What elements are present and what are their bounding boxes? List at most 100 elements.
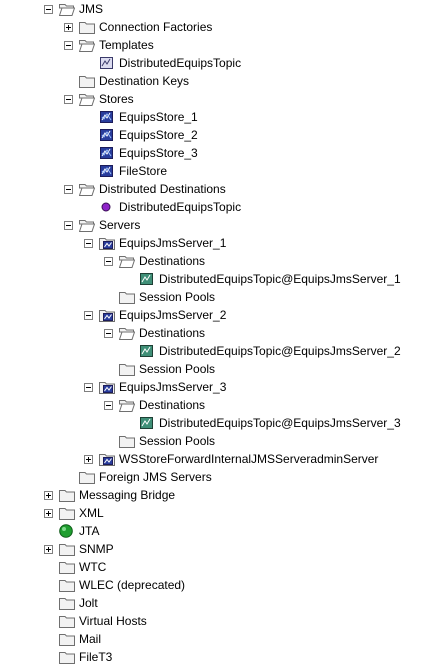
tree-node-label[interactable]: WSStoreForwardInternalJMSServeradminServ… (119, 452, 379, 466)
tree-node-label[interactable]: DistributedEquipsTopic@EquipsJmsServer_1 (159, 272, 401, 286)
collapse-toggle-icon[interactable] (64, 184, 73, 194)
tree-node-label[interactable]: Stores (99, 92, 134, 106)
jms-destination-icon (139, 272, 155, 286)
tree-node-label[interactable]: Jolt (79, 596, 98, 610)
tree-node[interactable]: Stores (64, 90, 134, 108)
tree-node-label[interactable]: Destinations (139, 326, 206, 340)
tree-node[interactable]: FileT3 (44, 648, 112, 666)
tree-node-label[interactable]: Session Pools (139, 290, 216, 304)
tree-node-label[interactable]: DistributedEquipsTopic@EquipsJmsServer_3 (159, 416, 401, 430)
tree-node-label[interactable]: Destinations (139, 254, 206, 268)
tree-node-label[interactable]: Destinations (139, 398, 206, 412)
tree-node-label[interactable]: FileT3 (79, 650, 113, 664)
tree-node[interactable]: Session Pools (104, 432, 215, 450)
expand-toggle-icon[interactable] (44, 508, 53, 518)
tree-node-label[interactable]: EquipsStore_1 (119, 110, 198, 124)
tree-node-label[interactable]: Distributed Destinations (99, 182, 226, 196)
tree-node-label[interactable]: WTC (79, 560, 107, 574)
tree-node-label[interactable]: FileStore (119, 164, 168, 178)
tree-node[interactable]: Virtual Hosts (44, 612, 147, 630)
tree-node[interactable]: Servers (64, 216, 140, 234)
expand-toggle-icon[interactable] (44, 544, 53, 554)
tree-node[interactable]: DistributedEquipsTopic@EquipsJmsServer_3 (124, 414, 401, 432)
tree-node[interactable]: Foreign JMS Servers (64, 468, 212, 486)
tree-node[interactable]: XML (44, 504, 104, 522)
toggle-spacer (84, 59, 93, 68)
tree-node[interactable]: Destinations (104, 252, 205, 270)
collapse-toggle-icon[interactable] (84, 238, 93, 248)
tree-node[interactable]: Distributed Destinations (64, 180, 226, 198)
tree-node-label[interactable]: SNMP (79, 542, 114, 556)
tree-node[interactable]: Templates (64, 36, 154, 54)
expand-toggle-icon[interactable] (44, 490, 53, 500)
tree-node-label[interactable]: DistributedEquipsTopic@EquipsJmsServer_2 (159, 344, 401, 358)
expand-toggle-icon[interactable] (84, 454, 93, 464)
collapse-toggle-icon[interactable] (64, 220, 73, 230)
collapse-toggle-icon[interactable] (84, 310, 93, 320)
tree-node[interactable]: EquipsJmsServer_3 (84, 378, 226, 396)
tree-node[interactable]: WLEC (deprecated) (44, 576, 185, 594)
toggle-spacer (64, 77, 73, 86)
collapse-toggle-icon[interactable] (84, 382, 93, 392)
tree-node[interactable]: WSStoreForwardInternalJMSServeradminServ… (84, 450, 378, 468)
tree-node-label[interactable]: EquipsStore_2 (119, 128, 198, 142)
tree-node[interactable]: SNMP (44, 540, 114, 558)
tree-node[interactable]: DistributedEquipsTopic@EquipsJmsServer_2 (124, 342, 401, 360)
tree-node-label[interactable]: JTA (79, 524, 100, 538)
tree-node[interactable]: FileStore (84, 162, 167, 180)
tree-node-label[interactable]: EquipsStore_3 (119, 146, 198, 160)
collapse-toggle-icon[interactable] (64, 94, 73, 104)
collapse-toggle-icon[interactable] (104, 400, 113, 410)
tree-node[interactable]: EquipsJmsServer_1 (84, 234, 226, 252)
tree-node[interactable]: Messaging Bridge (44, 486, 175, 504)
tree-node[interactable]: DistributedEquipsTopic (84, 198, 241, 216)
collapse-toggle-icon[interactable] (64, 40, 73, 50)
tree-node[interactable]: EquipsStore_1 (84, 108, 198, 126)
tree-node-label[interactable]: WLEC (deprecated) (79, 578, 186, 592)
tree-node-label[interactable]: DistributedEquipsTopic (119, 200, 242, 214)
collapse-toggle-icon[interactable] (104, 256, 113, 266)
folder-open-icon (119, 326, 135, 340)
collapse-toggle-icon[interactable] (104, 328, 113, 338)
tree-node-label[interactable]: Session Pools (139, 362, 216, 376)
tree-node[interactable]: Jolt (44, 594, 98, 612)
tree-node-label[interactable]: EquipsJmsServer_3 (119, 380, 227, 394)
tree-node-label[interactable]: EquipsJmsServer_2 (119, 308, 227, 322)
tree-node[interactable]: Destinations (104, 396, 205, 414)
jms-template-icon (99, 56, 115, 70)
folder-icon (59, 614, 75, 628)
folder-icon (79, 20, 95, 34)
tree-node-label[interactable]: Virtual Hosts (79, 614, 147, 628)
tree-node[interactable]: Destinations (104, 324, 205, 342)
tree-node-label[interactable]: Servers (99, 218, 141, 232)
tree-node-label[interactable]: XML (79, 506, 104, 520)
tree-node-label[interactable]: EquipsJmsServer_1 (119, 236, 227, 250)
toggle-spacer (124, 419, 133, 428)
tree-node-label[interactable]: JMS (79, 2, 103, 16)
tree-node-label[interactable]: Templates (99, 38, 154, 52)
tree-node[interactable]: DistributedEquipsTopic (84, 54, 241, 72)
tree-node-label[interactable]: Messaging Bridge (79, 488, 176, 502)
tree-node[interactable]: Mail (44, 630, 101, 648)
tree-node[interactable]: Destination Keys (64, 72, 189, 90)
tree-node[interactable]: Connection Factories (64, 18, 212, 36)
tree-node[interactable]: Session Pools (104, 360, 215, 378)
expand-toggle-icon[interactable] (64, 22, 73, 32)
tree-node[interactable]: DistributedEquipsTopic@EquipsJmsServer_1 (124, 270, 401, 288)
jms-server-icon (99, 452, 115, 466)
collapse-toggle-icon[interactable] (44, 4, 53, 14)
tree-node[interactable]: EquipsJmsServer_2 (84, 306, 226, 324)
tree-node-label[interactable]: Foreign JMS Servers (99, 470, 212, 484)
tree-node-label[interactable]: DistributedEquipsTopic (119, 56, 242, 70)
tree-node-label[interactable]: Connection Factories (99, 20, 213, 34)
tree-node-label[interactable]: Mail (79, 632, 102, 646)
tree-node-label[interactable]: Session Pools (139, 434, 216, 448)
tree-node[interactable]: JMS (44, 0, 103, 18)
tree-node[interactable]: WTC (44, 558, 106, 576)
tree-node[interactable]: EquipsStore_3 (84, 144, 198, 162)
tree-node-label[interactable]: Destination Keys (99, 74, 190, 88)
tree-node[interactable]: EquipsStore_2 (84, 126, 198, 144)
tree-node[interactable]: Session Pools (104, 288, 215, 306)
folder-icon (79, 74, 95, 88)
tree-node[interactable]: JTA (44, 522, 99, 540)
